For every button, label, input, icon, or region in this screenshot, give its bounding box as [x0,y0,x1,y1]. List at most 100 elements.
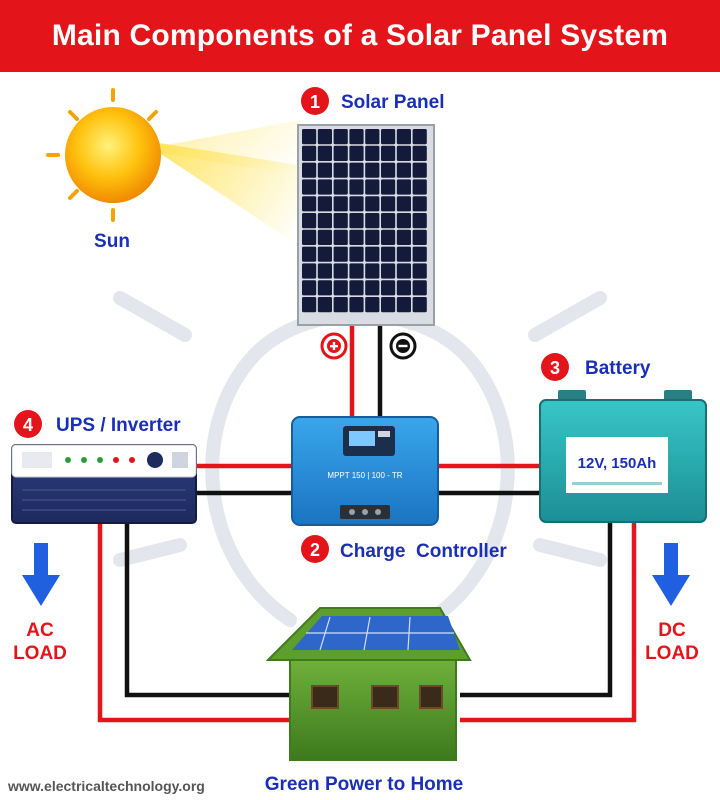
ac-load-arrow-icon [22,543,60,606]
panel-cell [302,246,317,262]
panel-cell [365,246,380,262]
panel-cell [349,280,364,296]
panel-cell [365,145,380,161]
plus-terminal-icon [320,332,348,360]
panel-cell [302,162,317,178]
panel-cell [365,297,380,313]
badge-2: 2 [301,535,329,563]
svg-text:4: 4 [23,415,33,435]
panel-cell [396,179,411,195]
panel-cell [333,297,348,313]
panel-cell [317,263,332,279]
panel-cell [349,229,364,245]
footer-url: www.electricaltechnology.org [7,778,205,794]
panel-cell [396,280,411,296]
panel-cell [302,196,317,212]
panel-cell [412,129,427,145]
panel-cell [349,129,364,145]
controller-model-text: MPPT 150 | 100 - TR [327,471,402,480]
dc-load-label-line1: DC [658,620,686,641]
minus-terminal-icon [389,332,417,360]
panel-cell [317,213,332,229]
panel-cell [396,229,411,245]
panel-cell [317,179,332,195]
panel-cell [365,179,380,195]
panel-cell [396,263,411,279]
dc-load-red-wire [460,522,637,723]
panel-cell [396,246,411,262]
panel-cell [302,297,317,313]
panel-cell [333,246,348,262]
panel-cell [365,229,380,245]
panel-cell [333,280,348,296]
panel-cell [302,145,317,161]
panel-cell [381,196,396,212]
panel-cell [365,129,380,145]
panel-cell [365,280,380,296]
battery-rating: 12V, 150Ah [578,455,657,472]
panel-cell [317,229,332,245]
panel-cell [317,246,332,262]
panel-cell [396,129,411,145]
panel-cell [365,162,380,178]
panel-cell [396,297,411,313]
svg-text:1: 1 [310,92,320,112]
badge-1: 1 [301,87,329,115]
panel-cell [317,145,332,161]
badge-4: 4 [14,410,42,438]
panel-cell [349,213,364,229]
panel-cell [302,129,317,145]
panel-cell [365,213,380,229]
ac-load-black-wire [124,522,290,698]
panel-cell [302,179,317,195]
page-title: Main Components of a Solar Panel System [51,19,669,52]
panel-cell [302,213,317,229]
dc-load-black-wire [460,522,613,698]
panel-cell [396,213,411,229]
panel-cell [333,162,348,178]
panel-cell [381,297,396,313]
panel-cell [349,196,364,212]
panel-cell [317,280,332,296]
panel-cell [349,263,364,279]
panel-cell [333,129,348,145]
panel-cell [412,162,427,178]
wiring [97,325,637,723]
panel-cell [302,263,317,279]
dc-load-arrow-icon [652,543,690,606]
sun-icon [46,88,330,260]
panel-cell [381,246,396,262]
panel-cell [365,263,380,279]
panel-cell [302,229,317,245]
panel-cell [317,162,332,178]
panel-cell [381,162,396,178]
panel-cell [412,196,427,212]
panel-cell [396,145,411,161]
panel-cell [349,179,364,195]
panel-cell [302,280,317,296]
dc-load-label-line2: LOAD [645,643,699,664]
panel-cell [381,280,396,296]
panel-cell [349,145,364,161]
svg-text:3: 3 [550,358,560,378]
panel-cell [412,297,427,313]
battery-label: Battery [585,358,651,379]
panel-cell [381,145,396,161]
solar-panel [297,124,435,326]
badge-3: 3 [541,353,569,381]
inverter-label: UPS / Inverter [56,415,181,436]
panel-cell [381,179,396,195]
panel-cell [333,263,348,279]
ac-load-red-wire [97,522,290,723]
panel-cell [381,213,396,229]
panel-cell [412,246,427,262]
panel-cell [396,162,411,178]
home-label: Green Power to Home [265,774,464,795]
panel-cell [317,297,332,313]
charge-controller: MPPT 150 | 100 - TR [291,416,439,526]
charge-controller-label: Charge Controller [340,541,507,562]
ups-inverter [11,444,197,524]
green-home-icon [265,607,472,761]
panel-cell [412,229,427,245]
